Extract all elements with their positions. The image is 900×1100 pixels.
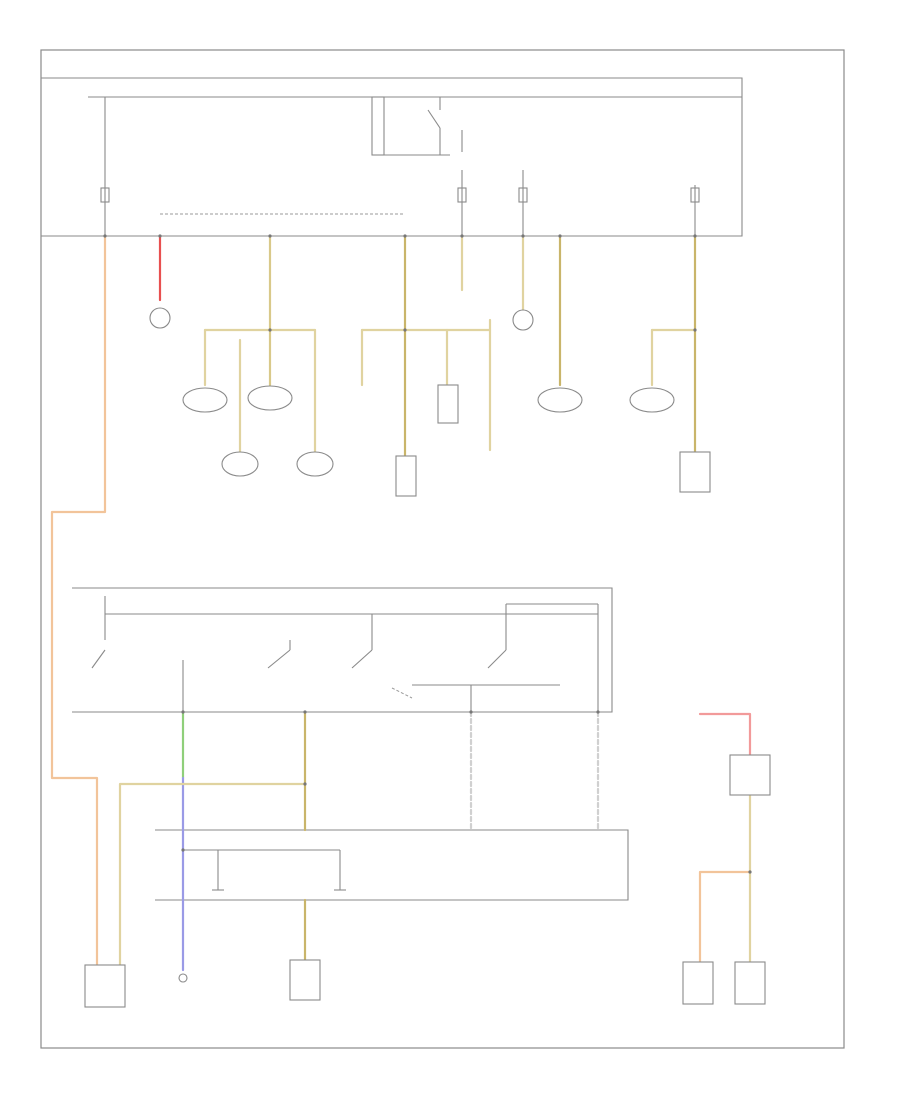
wire-tan-7 bbox=[118, 782, 307, 972]
component-c3 bbox=[247, 385, 293, 411]
component-c12 bbox=[84, 964, 126, 1008]
wire-orange-12 bbox=[698, 870, 752, 967]
component-c7 bbox=[437, 384, 459, 424]
components bbox=[84, 307, 771, 1008]
ecm-box bbox=[155, 829, 629, 901]
component-c10 bbox=[629, 387, 675, 413]
component-c2 bbox=[182, 387, 228, 413]
wire-orange-main bbox=[50, 234, 107, 972]
wire-pink bbox=[698, 712, 752, 762]
component-c16 bbox=[682, 961, 714, 1005]
component-c11 bbox=[679, 451, 711, 493]
top-fuse-relay-box bbox=[41, 77, 743, 237]
component-c15 bbox=[729, 754, 771, 796]
component-c13 bbox=[178, 973, 188, 983]
component-c14 bbox=[289, 959, 321, 1001]
component-c8 bbox=[512, 309, 534, 331]
diagram-border bbox=[40, 49, 845, 1049]
component-c1 bbox=[149, 307, 171, 329]
component-c17 bbox=[734, 961, 766, 1005]
component-c5 bbox=[296, 451, 334, 477]
component-c4 bbox=[221, 451, 259, 477]
component-c6 bbox=[395, 455, 417, 497]
connection-points bbox=[103, 234, 752, 874]
ignition-switch-box bbox=[72, 587, 613, 713]
component-c9 bbox=[537, 387, 583, 413]
wires bbox=[50, 234, 752, 972]
